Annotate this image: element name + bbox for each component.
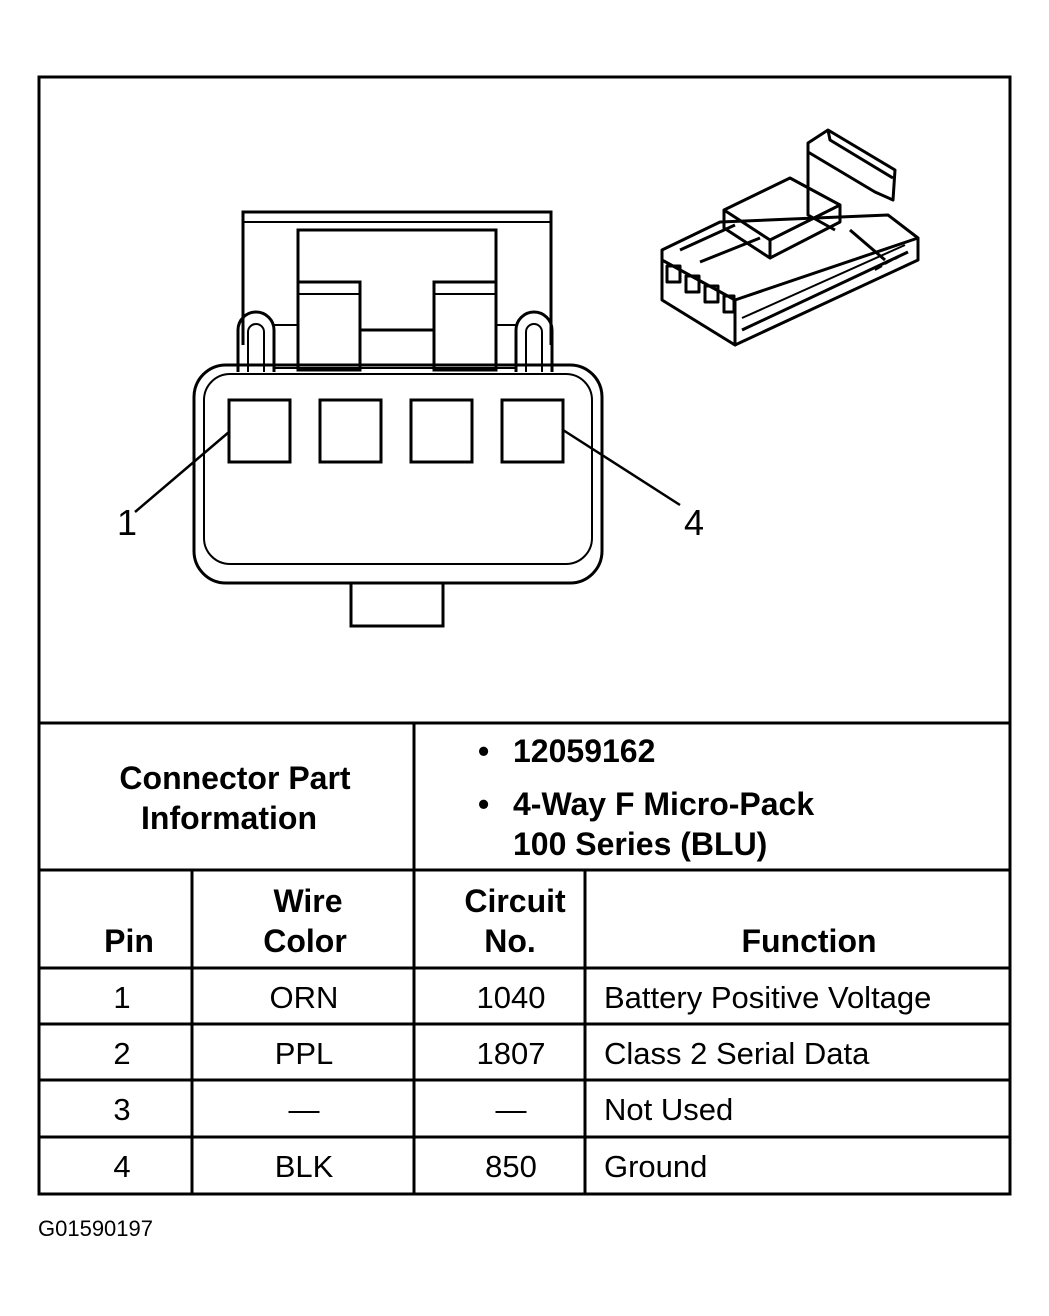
table-row: 2 PPL 1807 Class 2 Serial Data (113, 1036, 870, 1071)
row-1-wire-color: ORN (270, 980, 339, 1015)
row-4-function: Ground (604, 1149, 707, 1184)
part-number: 12059162 (513, 733, 655, 769)
part-info-label-line1: Connector Part (119, 760, 350, 796)
row-2-circuit: 1807 (477, 1036, 546, 1071)
part-description-line2: 100 Series (BLU) (513, 826, 767, 862)
pin-cavity-2 (318, 398, 383, 464)
row-4-wire-color: BLK (275, 1149, 334, 1184)
pin-cavity-4 (500, 398, 565, 464)
row-1-circuit: 1040 (477, 980, 546, 1015)
pin-1-leader-line (134, 431, 230, 513)
connector-key (349, 583, 445, 628)
table-row: 4 BLK 850 Ground (113, 1149, 707, 1184)
row-3-wire-color: — (289, 1092, 320, 1127)
connector-body-inner (203, 373, 593, 565)
pin-4-leader-line (562, 428, 681, 507)
connector-side-post-right (514, 310, 554, 372)
header-wire-color-line2: Color (263, 923, 347, 959)
header-pin: Pin (104, 923, 154, 959)
row-3-circuit: — (496, 1092, 527, 1127)
part-info-label-line2: Information (141, 800, 317, 836)
connector-side-post-left (236, 310, 276, 372)
header-circuit-line2: No. (484, 923, 536, 959)
table-grid (39, 721, 1010, 1194)
pin-cavity-3 (409, 398, 474, 464)
outer-frame (37, 75, 1012, 1196)
row-2-wire-color: PPL (275, 1036, 334, 1071)
row-2-pin: 2 (113, 1036, 130, 1071)
connector-3d-view (660, 128, 920, 347)
row-1-function: Battery Positive Voltage (604, 980, 931, 1015)
row-3-function: Not Used (604, 1092, 733, 1127)
connector-latch-window (296, 228, 498, 370)
bullet-icon: • (478, 786, 489, 822)
connector-face-view (134, 210, 681, 628)
pin-cavity-1 (227, 398, 292, 464)
header-wire-color-line1: Wire (273, 883, 342, 919)
header-circuit-line1: Circuit (464, 883, 566, 919)
connector-latch-tab-left (296, 280, 362, 372)
pin-callout-1: 1 (117, 502, 137, 543)
part-description-line1: 4-Way F Micro-Pack (513, 786, 814, 822)
header-function: Function (741, 923, 876, 959)
row-4-pin: 4 (113, 1149, 130, 1184)
pin-callout-4: 4 (684, 502, 704, 543)
connector-latch-tab-right (432, 280, 498, 372)
row-1-pin: 1 (113, 980, 130, 1015)
connector-body-outer (192, 363, 604, 585)
table-row: 3 — — Not Used (113, 1092, 733, 1127)
row-2-function: Class 2 Serial Data (604, 1036, 870, 1071)
figure-id: G01590197 (38, 1216, 153, 1241)
row-4-circuit: 850 (485, 1149, 537, 1184)
row-3-pin: 3 (113, 1092, 130, 1127)
connector-latch-outer (241, 210, 553, 345)
bullet-icon: • (478, 733, 489, 769)
table-row: 1 ORN 1040 Battery Positive Voltage (113, 980, 931, 1015)
